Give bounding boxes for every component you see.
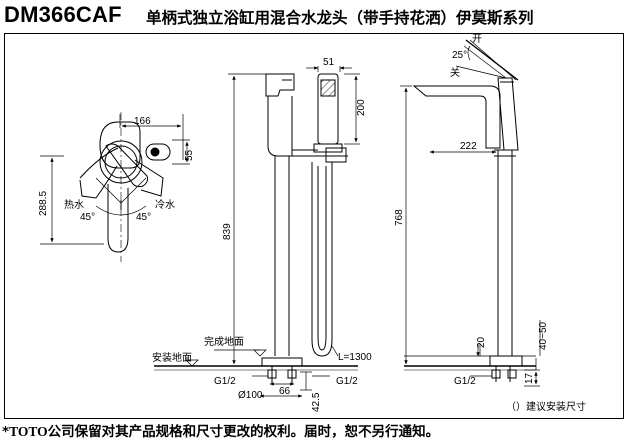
dim-diameter-100: Ø100 [238,390,263,401]
right-view [412,39,523,382]
hose-length: L=1300 [338,352,372,363]
right-spout [412,85,501,149]
drawing-frame [4,33,624,419]
front-spout [107,184,129,253]
front-handle [105,143,148,188]
label-finished-floor: 完成地面 [204,335,244,348]
footer-brand: TOTO [9,424,48,439]
dim-20: 20 [476,336,487,348]
label-install-floor: 安装地面 [152,351,192,364]
dim-166: 166 [134,116,151,127]
front-handle-left [79,165,118,199]
side-spout [265,73,295,97]
shower-head-pattern [320,79,336,97]
angle-right: 45° [136,212,151,223]
dim-200: 200 [356,99,367,116]
footer-star: * [2,424,10,440]
front-dims [40,114,190,245]
product-title: 单柄式独立浴缸用混合水龙头（带手持花洒）伊莫斯系列 [146,9,534,27]
front-texts: 166 55 288.5 热水 冷水 45° 45° [38,116,195,223]
shower-holder [325,147,347,163]
dim-55: 55 [184,149,195,161]
label-open: 开 [472,34,482,45]
angle-left: 45° [80,212,95,223]
angle-25: 25° [452,50,467,61]
model-number: DM366CAF [4,2,122,27]
hose-outer [311,162,333,357]
diverter-knob [145,143,171,161]
dim-40-50: 40~50 [538,321,549,350]
g-half-bottom: G1/2 [454,376,476,387]
install-note: （）建议安装尺寸 [506,400,586,413]
g-half-left: G1/2 [214,376,236,387]
g-half-right: G1/2 [336,376,358,387]
dim-17: 17 [524,372,535,384]
dim-51: 51 [323,57,335,68]
side-body-upper [267,96,293,157]
label-cold-water: 冷水 [155,198,175,211]
dim-839: 839 [222,223,233,240]
floors-center [154,349,358,371]
front-view [79,112,171,262]
dim-288-5: 288.5 [38,191,49,216]
side-dims [228,66,360,398]
right-handle-body [497,77,519,151]
title-bar: DM366CAF 单柄式独立浴缸用混合水龙头（带手持花洒）伊莫斯系列 [0,0,630,34]
dim-42-5: 42.5 [311,392,322,412]
side-base [261,357,303,367]
footer-note: *TOTO公司保留对其产品规格和尺寸更改的权利。届时，恕不另行通知。 [2,420,439,440]
dim-66: 66 [279,386,291,397]
label-hot-water: 热水 [64,198,84,211]
side-view [258,73,348,384]
label-close: 关 [450,66,460,79]
footer-text: 公司保留对其产品规格和尺寸更改的权利。届时，恕不另行通知。 [47,424,440,440]
front-handle-right [134,159,164,197]
floors-right [404,355,536,371]
dim-768: 768 [394,209,405,226]
side-texts: 51 200 839 完成地面 安装地面 L=1300 G1/2 G1/2 66… [152,57,372,412]
hose-inner [317,166,327,351]
dim-222: 222 [460,141,477,152]
right-texts: 开 关 25° 222 768 20 40~50 17 G1/2 （）建议安装尺… [394,34,586,413]
right-base [489,355,523,367]
right-dims [400,85,541,387]
